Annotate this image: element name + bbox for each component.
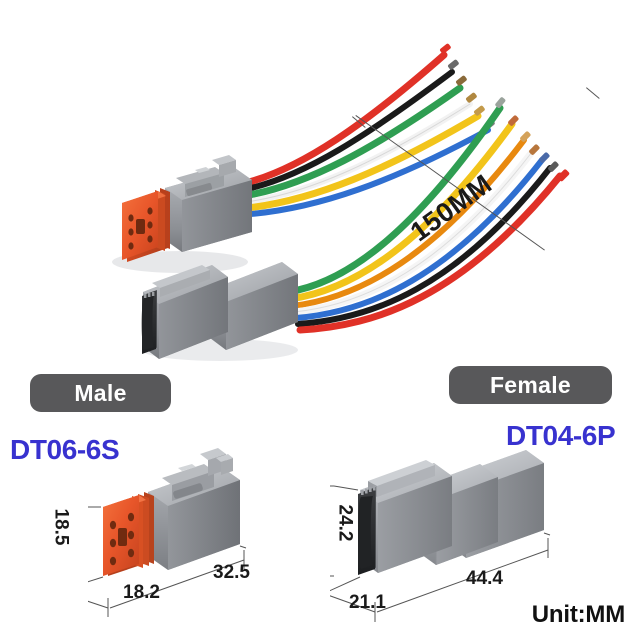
female-dimension-lines xyxy=(330,485,551,622)
dimension-overall-length: 150MM xyxy=(352,87,606,295)
dimension-female-length: 44.4 xyxy=(466,568,503,589)
dimension-line-150mm xyxy=(355,115,545,251)
connector-orange-face-photo xyxy=(112,155,252,273)
male-connector-drawing xyxy=(88,448,247,617)
dimension-male-height: 18.5 xyxy=(50,508,72,546)
dimension-label-150mm: 150MM xyxy=(404,168,498,248)
female-connector-body xyxy=(358,450,544,575)
wire-bundle-upper xyxy=(233,51,491,218)
dimension-female-height: 24.2 xyxy=(334,504,356,542)
wire-bundle-lower xyxy=(284,104,564,334)
wire-terminals-lower xyxy=(495,97,570,182)
dimension-male-width: 18.2 xyxy=(123,582,160,603)
connector-gray-plug-photo xyxy=(141,262,298,361)
male-dimension-lines xyxy=(88,506,247,617)
badge-male: Male xyxy=(30,374,171,412)
male-orange-seal xyxy=(103,492,154,576)
badge-female: Female xyxy=(449,366,612,404)
product-photo-wire-harness: 150MM xyxy=(112,43,606,361)
part-number-male: DT06-6S xyxy=(10,434,120,465)
dimension-male-length: 32.5 xyxy=(213,562,250,583)
badge-male-label: Male xyxy=(74,379,127,406)
female-connector-drawing xyxy=(330,450,551,622)
connector-cavities xyxy=(128,207,153,250)
unit-label: Unit:MM xyxy=(531,601,625,628)
dimension-female-width: 21.1 xyxy=(349,592,386,613)
male-connector-body xyxy=(148,448,240,570)
part-number-female: DT04-6P xyxy=(506,420,616,451)
harness-illustration xyxy=(112,43,570,361)
male-cavities xyxy=(109,512,135,566)
badge-female-label: Female xyxy=(489,371,572,398)
